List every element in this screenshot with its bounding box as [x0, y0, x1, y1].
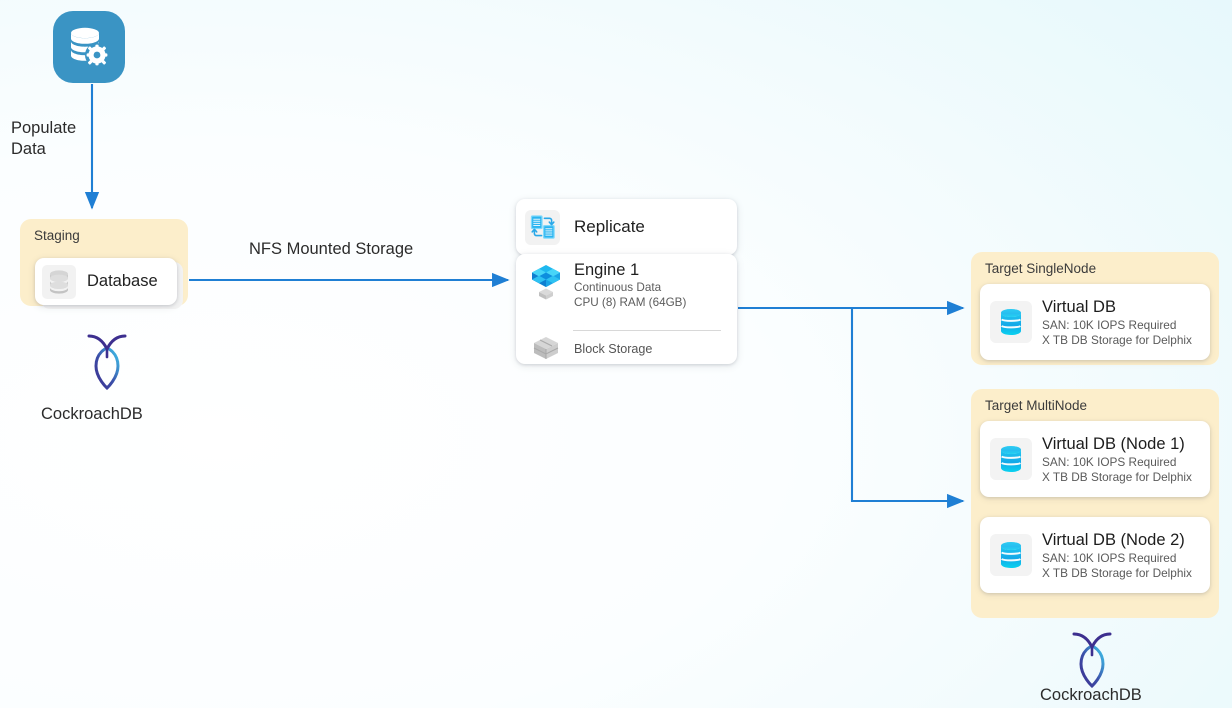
virtual-db-line-2: X TB DB Storage for Delphix — [1042, 565, 1192, 580]
virtual-db-title: Virtual DB — [1042, 297, 1116, 316]
target-multinode-title: Target MultiNode — [985, 398, 1088, 413]
populate-data-label: Populate Data — [11, 119, 77, 158]
virtual-db-line-1: SAN: 10K IOPS Required — [1042, 454, 1177, 469]
virtual-db-icon — [990, 301, 1032, 343]
virtual-db-line-1: SAN: 10K IOPS Required — [1042, 550, 1177, 565]
virtual-db-line-2: X TB DB Storage for Delphix — [1042, 332, 1192, 347]
connector-engine-to-multinode — [850, 308, 965, 509]
staging-database-label: Database — [87, 272, 158, 290]
virtual-db-line-2: X TB DB Storage for Delphix — [1042, 469, 1192, 484]
staging-title: Staging — [34, 228, 80, 243]
engine-divider — [573, 330, 721, 331]
engine-title: Engine 1 — [574, 261, 640, 279]
virtual-db-card[interactable]: Virtual DB (Node 1) SAN: 10K IOPS Requir… — [980, 421, 1210, 497]
engine-card[interactable]: Engine 1 Continuous Data CPU (8) RAM (64… — [516, 254, 737, 364]
staging-database-card[interactable]: Database — [35, 258, 177, 305]
database-cylinder-icon — [42, 264, 76, 299]
engine-cluster-icon — [524, 260, 568, 304]
target-cockroachdb-label: CockroachDB — [1040, 686, 1142, 704]
target-singlenode-title: Target SingleNode — [985, 261, 1097, 276]
engine-subtitle-2: CPU (8) RAM (64GB) — [574, 296, 687, 309]
cockroachdb-logo-icon — [1068, 628, 1116, 690]
replicate-label: Replicate — [574, 217, 645, 236]
virtual-db-card[interactable]: Virtual DB SAN: 10K IOPS Required X TB D… — [980, 284, 1210, 360]
replicate-icon — [525, 209, 560, 245]
virtual-db-icon — [990, 438, 1032, 480]
block-storage-row: Block Storage — [516, 336, 652, 362]
target-singlenode-group: Target SingleNode Virtual DB SAN: 10K IO… — [971, 252, 1219, 365]
virtual-db-icon — [990, 534, 1032, 576]
staging-cockroachdb-label: CockroachDB — [41, 405, 143, 423]
block-storage-label: Block Storage — [574, 342, 653, 356]
cockroachdb-logo-icon — [83, 330, 131, 392]
target-multinode-group: Target MultiNode Virtual DB (Node 1) SAN… — [971, 389, 1219, 618]
nfs-mounted-storage-label: NFS Mounted Storage — [249, 240, 414, 258]
virtual-db-title: Virtual DB (Node 2) — [1042, 530, 1185, 549]
virtual-db-info: Virtual DB SAN: 10K IOPS Required X TB D… — [1042, 297, 1192, 348]
block-storage-cube-icon — [524, 336, 568, 362]
engine-info: Engine 1 Continuous Data CPU (8) RAM (64… — [574, 260, 686, 310]
virtual-db-card[interactable]: Virtual DB (Node 2) SAN: 10K IOPS Requir… — [980, 517, 1210, 593]
engine-subtitle-1: Continuous Data — [574, 281, 662, 294]
replicate-card[interactable]: Replicate — [516, 199, 737, 255]
virtual-db-info: Virtual DB (Node 1) SAN: 10K IOPS Requir… — [1042, 434, 1192, 485]
virtual-db-title: Virtual DB (Node 1) — [1042, 434, 1185, 453]
virtual-db-info: Virtual DB (Node 2) SAN: 10K IOPS Requir… — [1042, 530, 1192, 581]
database-gear-icon — [53, 11, 125, 83]
virtual-db-line-1: SAN: 10K IOPS Required — [1042, 317, 1177, 332]
engine-row: Engine 1 Continuous Data CPU (8) RAM (64… — [516, 260, 737, 310]
